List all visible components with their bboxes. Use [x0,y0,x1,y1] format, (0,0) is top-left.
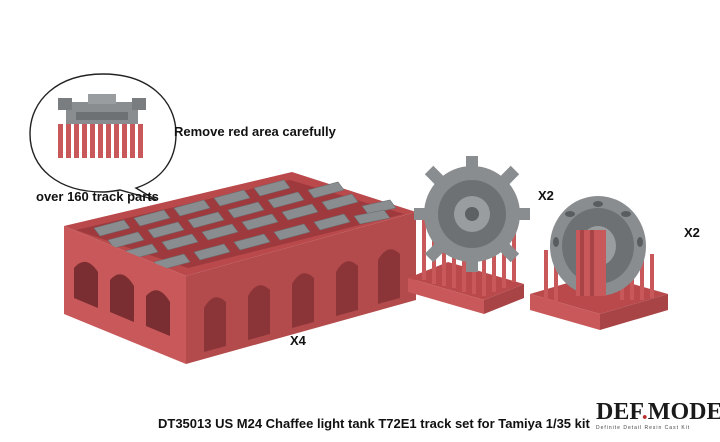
detail-callout-bubble [28,72,178,202]
tray-quantity: X4 [290,333,306,348]
idler-wheel-illustration [520,190,680,340]
remove-red-area-note: Remove red area carefully [174,124,336,139]
logo-prefix: DEF [596,399,642,425]
logo-wordmark: DEF.MODEL [596,399,720,425]
sprocket-wheel-illustration [408,150,558,320]
idler-quantity: X2 [684,225,700,240]
logo-dot: . [641,399,648,425]
product-caption: DT35013 US M24 Chaffee light tank T72E1 … [158,416,590,431]
sprocket-quantity: X2 [538,188,554,203]
logo-suffix: MODEL [647,399,720,425]
logo-tagline: Definite Detail Resin Cast Kit [596,425,691,431]
track-parts-count: over 160 track parts [36,189,159,204]
track-tray-illustration [64,168,424,368]
def-model-logo: DEF.MODEL Definite Detail Resin Cast Kit [596,399,720,438]
